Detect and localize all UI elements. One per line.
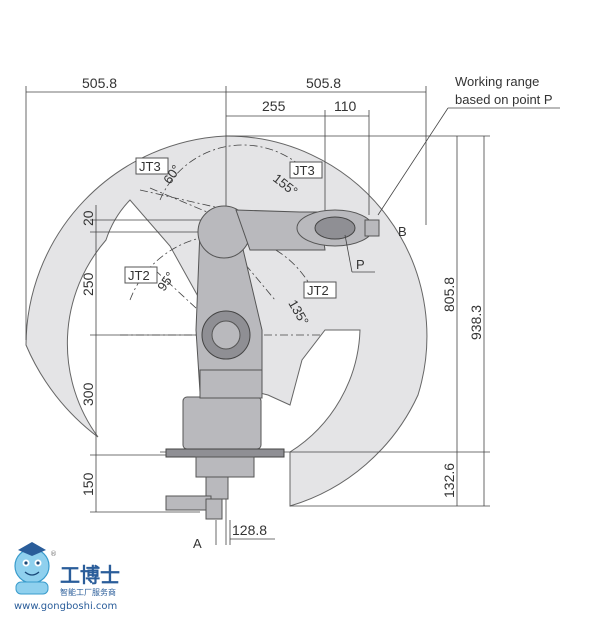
jt3-arc — [159, 144, 311, 201]
dim-132: 132.6 — [441, 463, 457, 498]
point-a-label: A — [193, 536, 202, 551]
dim-805: 805.8 — [441, 277, 457, 312]
dim-300: 300 — [80, 382, 96, 406]
leader-p — [344, 234, 353, 273]
jt2-box-a — [124, 266, 158, 284]
dim-128: 128.8 — [232, 522, 267, 538]
jt2-135-line — [224, 239, 276, 301]
dim-255: 255 — [262, 98, 286, 114]
jt3-label-b: JT3 — [293, 163, 315, 178]
watermark-tagline: 智能工厂服务商 — [60, 587, 116, 597]
watermark-logo — [14, 542, 50, 595]
dim-250: 250 — [80, 272, 96, 296]
leader-working-range — [377, 107, 449, 216]
working-range-label-1: Working range — [455, 74, 539, 89]
jt3-box-b — [289, 161, 323, 179]
dim-505-left: 505.8 — [82, 75, 117, 91]
watermark-reg: ® — [50, 550, 57, 558]
working-range-label-2: based on point P — [455, 92, 553, 107]
jt2-box-b — [303, 281, 337, 299]
jt2-label-a: JT2 — [128, 268, 150, 283]
dim-938: 938.3 — [468, 305, 484, 340]
dim-150: 150 — [80, 472, 96, 496]
point-p-label: P — [356, 257, 365, 272]
watermark-url: www.gongboshi.com — [14, 601, 117, 612]
jt2-label-b: JT2 — [307, 283, 329, 298]
dim-505-right: 505.8 — [306, 75, 341, 91]
point-b-label: B — [398, 224, 407, 239]
jt3-box-a — [135, 157, 169, 175]
jt3-60-line — [149, 187, 251, 231]
robot-arm — [165, 205, 380, 520]
watermark-brand: 工博士 — [60, 563, 120, 587]
dim-20: 20 — [80, 210, 96, 226]
dim-110: 110 — [334, 98, 357, 114]
jt3-label-a: JT3 — [139, 159, 161, 174]
